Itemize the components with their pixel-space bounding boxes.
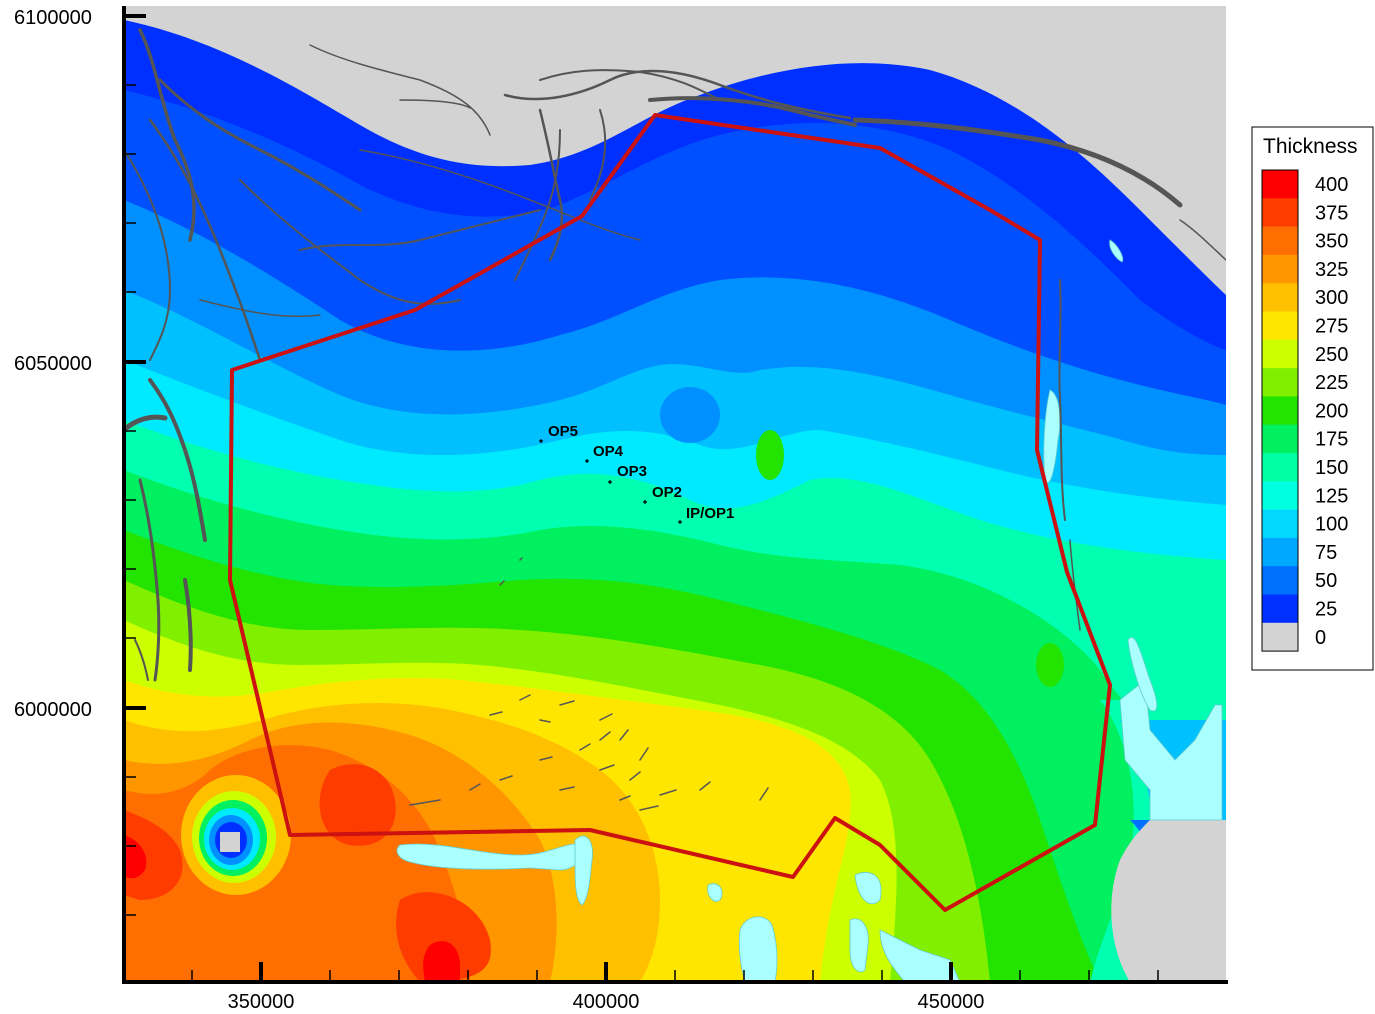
legend-label-275: 275 — [1315, 316, 1348, 338]
legend-swatch-350 — [1262, 226, 1298, 256]
y-tick-label-6050000: 6050000 — [14, 353, 92, 375]
well-label-ip-op1: IP/OP1 — [686, 505, 734, 522]
legend-swatch-400 — [1262, 170, 1298, 199]
legend-swatch-75 — [1262, 537, 1298, 567]
legend-label-100: 100 — [1315, 514, 1348, 536]
legend-label-375: 375 — [1315, 202, 1348, 224]
well-label-op3: OP3 — [617, 463, 647, 480]
legend-title: Thickness — [1263, 135, 1358, 158]
legend-color-bar — [1261, 169, 1299, 652]
well-marker-ip-op1 — [678, 520, 682, 524]
well-label-op2: OP2 — [652, 484, 682, 501]
x-tick-label-350000: 350000 — [228, 991, 295, 1013]
axes — [122, 6, 1228, 984]
legend-label-350: 350 — [1315, 231, 1348, 253]
legend-label-400: 400 — [1315, 174, 1348, 196]
legend-label-50: 50 — [1315, 570, 1337, 592]
legend-label-225: 225 — [1315, 372, 1348, 394]
legend-swatch-125 — [1262, 481, 1298, 510]
legend-label-250: 250 — [1315, 344, 1348, 366]
well-marker-op5 — [539, 439, 543, 443]
legend-swatch-325 — [1262, 254, 1298, 284]
legend-swatch-100 — [1262, 509, 1298, 539]
legend-label-125: 125 — [1315, 485, 1348, 507]
legend-swatch-300 — [1262, 283, 1298, 312]
legend-swatch-225 — [1262, 368, 1298, 397]
legend-swatch-375 — [1262, 198, 1298, 227]
legend-swatch-150 — [1262, 453, 1298, 482]
legend-swatch-0 — [1262, 622, 1298, 652]
well-marker-op3 — [608, 480, 612, 484]
thickness-legend: Thickness 400375350325300275250225200175… — [1251, 126, 1374, 671]
thickness-contour-field: OP5 OP4 OP3 OP2 IP/OP1 — [124, 6, 1226, 982]
legend-label-325: 325 — [1315, 259, 1348, 281]
legend-label-300: 300 — [1315, 287, 1348, 309]
legend-label-25: 25 — [1315, 599, 1337, 621]
legend-label-150: 150 — [1315, 457, 1348, 479]
legend-label-200: 200 — [1315, 400, 1348, 422]
y-tick-label-6000000: 6000000 — [14, 699, 92, 721]
y-tick-label-6100000: 6100000 — [14, 7, 92, 29]
legend-label-0: 0 — [1315, 627, 1326, 649]
legend-swatch-175 — [1262, 424, 1298, 454]
well-marker-op2 — [643, 500, 647, 504]
well-markers — [539, 439, 682, 524]
legend-swatch-275 — [1262, 311, 1298, 341]
legend-label-175: 175 — [1315, 429, 1348, 451]
legend-swatch-50 — [1262, 566, 1298, 595]
legend-label-75: 75 — [1315, 542, 1337, 564]
study-area-boundary — [228, 113, 1112, 912]
legend-swatch-200 — [1262, 396, 1298, 425]
well-label-op5: OP5 — [548, 423, 578, 440]
x-tick-label-400000: 400000 — [573, 991, 640, 1013]
well-marker-op4 — [585, 459, 589, 463]
x-tick-label-450000: 450000 — [918, 991, 985, 1013]
legend-swatch-25 — [1262, 594, 1298, 624]
well-label-op4: OP4 — [593, 443, 624, 460]
legend-swatch-250 — [1262, 339, 1298, 369]
